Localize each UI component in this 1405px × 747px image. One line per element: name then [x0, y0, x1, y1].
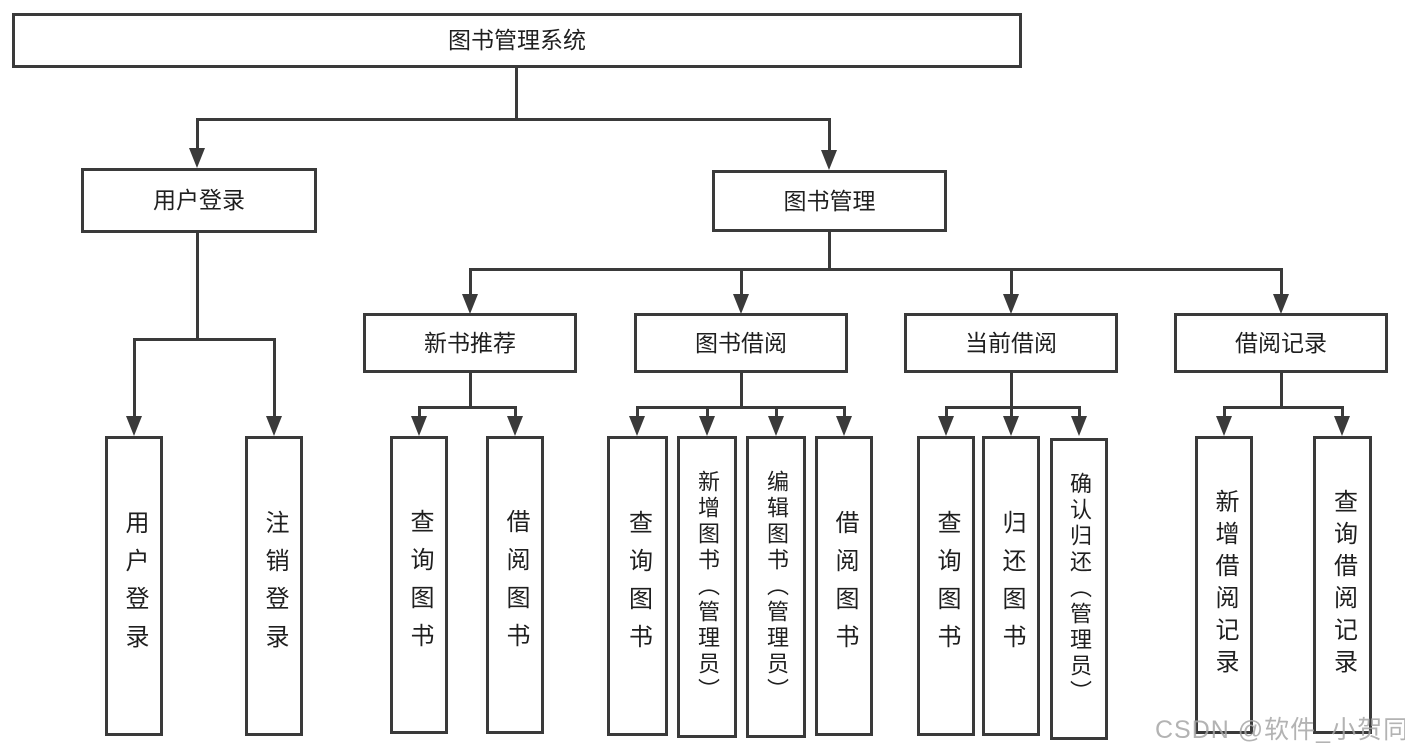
- node-bb-borrow-books: 借阅图书: [815, 436, 873, 736]
- connector-bb-child1: [636, 406, 639, 419]
- connector-br-stem: [1280, 372, 1283, 409]
- connector-cb-child3: [1078, 406, 1081, 419]
- connector-bb-branch: [636, 406, 846, 409]
- connector-to-current-borrowing: [1010, 268, 1013, 297]
- connector-book-management-stem: [828, 231, 831, 271]
- node-user-login: 用户登录: [81, 168, 317, 233]
- connector-nbr-stem: [469, 372, 472, 409]
- arrow-down-icon: [938, 416, 954, 436]
- node-nbr-borrow-books: 借阅图书: [486, 436, 544, 734]
- node-cb-confirm-return-admin: 确认归还（管理员）: [1050, 438, 1108, 740]
- node-br-add-record-label: 新增借阅记录: [1211, 489, 1238, 681]
- node-br-add-record: 新增借阅记录: [1195, 436, 1253, 734]
- node-current-borrowing: 当前借阅: [904, 313, 1118, 373]
- connector-cb-branch: [945, 406, 1081, 409]
- connector-level2-branch: [196, 118, 831, 121]
- arrow-down-icon: [1003, 416, 1019, 436]
- connector-bb-child4: [843, 406, 846, 419]
- arrow-down-icon: [768, 416, 784, 436]
- arrow-down-icon: [126, 416, 142, 436]
- node-cb-return-books-label: 归还图书: [998, 510, 1025, 662]
- connector-nbr-child2: [514, 406, 517, 419]
- connector-level3-branch: [469, 268, 1283, 271]
- arrow-down-icon: [1273, 294, 1289, 314]
- arrow-down-icon: [1003, 294, 1019, 314]
- connector-bb-child2: [706, 406, 709, 419]
- node-login: 用户登录: [105, 436, 163, 736]
- node-br-query-record-label: 查询借阅记录: [1329, 489, 1357, 681]
- connector-cb-child2: [1010, 406, 1013, 419]
- node-user-login-label: 用户登录: [153, 187, 245, 213]
- arrow-down-icon: [821, 150, 837, 170]
- node-new-book-recommendation-label: 新书推荐: [424, 329, 516, 356]
- node-logout: 注销登录: [245, 436, 303, 736]
- arrow-down-icon: [699, 416, 715, 436]
- connector-user-login-stem: [196, 232, 199, 339]
- node-bb-query-books-label: 查询图书: [624, 510, 652, 662]
- connector-bb-child3: [775, 406, 778, 419]
- connector-br-child2: [1341, 406, 1344, 419]
- connector-cb-stem: [1010, 372, 1013, 409]
- node-bb-add-books-admin: 新增图书（管理员）: [677, 436, 737, 738]
- connector-to-book-management: [828, 118, 831, 152]
- connector-br-branch: [1223, 406, 1344, 409]
- node-bb-borrow-books-label: 借阅图书: [831, 510, 858, 662]
- node-cb-confirm-return-admin-label: 确认归还（管理员）: [1067, 472, 1092, 706]
- connector-to-logout: [273, 338, 276, 418]
- connector-to-user-login: [196, 118, 199, 151]
- connector-root-stem: [515, 66, 518, 121]
- node-library-system: 图书管理系统: [12, 13, 1022, 68]
- arrow-down-icon: [507, 416, 523, 436]
- node-nbr-query-books: 查询图书: [390, 436, 448, 734]
- arrow-down-icon: [189, 148, 205, 168]
- arrow-down-icon: [629, 416, 645, 436]
- node-new-book-recommendation: 新书推荐: [363, 313, 577, 373]
- connector-login-branch: [133, 338, 275, 341]
- arrow-down-icon: [1216, 416, 1232, 436]
- node-login-label: 用户登录: [121, 510, 148, 662]
- node-library-system-label: 图书管理系统: [448, 27, 586, 53]
- watermark-text: CSDN @软件_小贺同学: [1155, 716, 1405, 744]
- node-cb-query-books: 查询图书: [917, 436, 975, 736]
- connector-cb-child1: [945, 406, 948, 419]
- node-bb-edit-books-admin: 编辑图书（管理员）: [746, 436, 806, 738]
- node-nbr-query-books-label: 查询图书: [406, 509, 433, 661]
- arrow-down-icon: [836, 416, 852, 436]
- connector-to-login: [133, 338, 136, 418]
- arrow-down-icon: [462, 294, 478, 314]
- connector-nbr-child1: [418, 406, 421, 419]
- connector-to-borrowing-records: [1280, 268, 1283, 297]
- node-current-borrowing-label: 当前借阅: [965, 329, 1057, 356]
- node-book-management-label: 图书管理: [783, 187, 876, 214]
- node-nbr-borrow-books-label: 借阅图书: [502, 509, 529, 661]
- arrow-down-icon: [733, 294, 749, 314]
- node-borrowing-records: 借阅记录: [1174, 313, 1388, 373]
- node-br-query-record: 查询借阅记录: [1313, 436, 1372, 734]
- connector-to-book-borrowing: [740, 268, 743, 297]
- arrow-down-icon: [1071, 416, 1087, 436]
- connector-to-new-book-recommendation: [469, 268, 472, 297]
- node-cb-return-books: 归还图书: [982, 436, 1040, 736]
- node-logout-label: 注销登录: [261, 510, 288, 662]
- node-borrowing-records-label: 借阅记录: [1235, 329, 1327, 356]
- arrow-down-icon: [266, 416, 282, 436]
- connector-br-child1: [1223, 406, 1226, 419]
- node-book-borrowing-label: 图书借阅: [695, 329, 787, 356]
- connector-nbr-branch: [418, 406, 516, 409]
- node-book-management: 图书管理: [712, 170, 947, 232]
- node-bb-query-books: 查询图书: [607, 436, 668, 736]
- node-cb-query-books-label: 查询图书: [933, 510, 960, 662]
- arrow-down-icon: [411, 416, 427, 436]
- node-book-borrowing: 图书借阅: [634, 313, 848, 373]
- arrow-down-icon: [1334, 416, 1350, 436]
- connector-bb-stem: [740, 372, 743, 409]
- node-bb-edit-books-admin-label: 编辑图书（管理员）: [764, 470, 789, 704]
- node-bb-add-books-admin-label: 新增图书（管理员）: [695, 470, 720, 704]
